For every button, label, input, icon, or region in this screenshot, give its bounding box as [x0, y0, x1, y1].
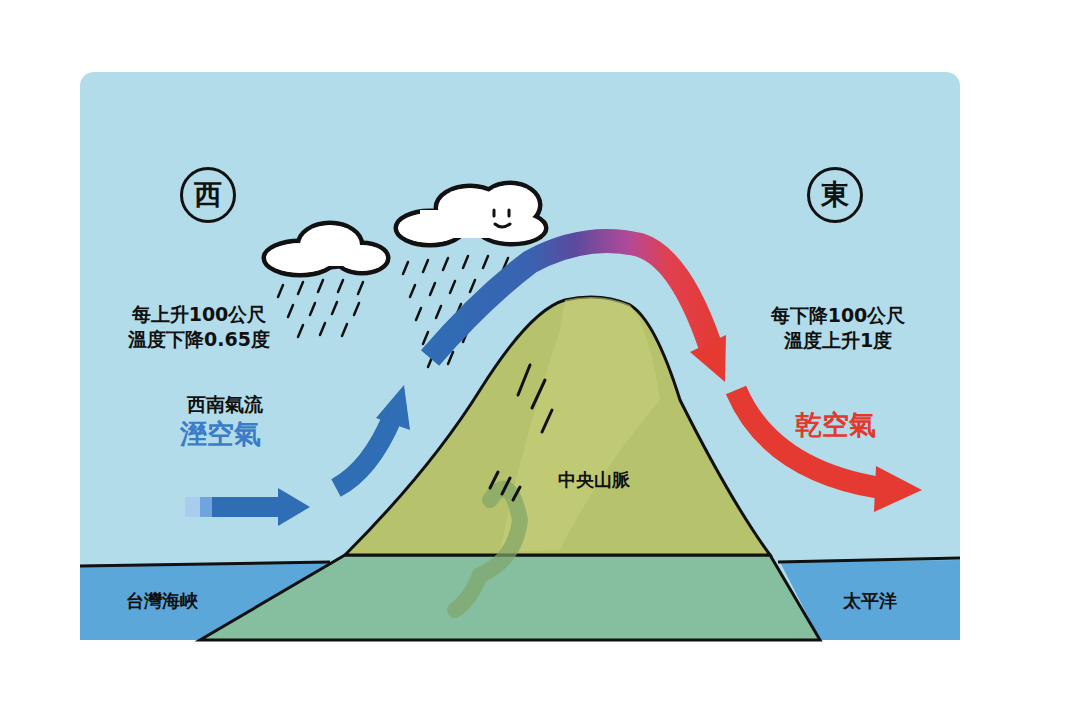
descent-rate-note: 每下降100公尺 溫度上升1度: [743, 303, 933, 352]
mountain-name: 中央山脈: [558, 468, 630, 491]
direction-label: 東: [821, 176, 849, 214]
east-circle: 東: [807, 167, 863, 223]
humid-air-label: 溼空氣: [180, 416, 261, 451]
dry-air-label: 乾空氣: [795, 407, 876, 442]
mountain-shade: [455, 489, 520, 610]
airflow-arrows: [185, 241, 922, 526]
direction-label: 西: [194, 176, 222, 214]
airflow-name: 西南氣流: [187, 392, 263, 417]
cloud-small: [264, 223, 388, 275]
submerged-land: [200, 555, 820, 640]
sea-line: [80, 558, 960, 566]
sky: [80, 72, 960, 640]
sea-name: 台灣海峽: [126, 589, 198, 612]
slope-strokes: [490, 365, 552, 500]
cloud-big: [396, 183, 546, 245]
ocean-name: 太平洋: [843, 589, 897, 612]
west-circle: 西: [180, 167, 236, 223]
rise-rate-note: 每上升100公尺 溫度下降0.65度: [104, 302, 294, 351]
